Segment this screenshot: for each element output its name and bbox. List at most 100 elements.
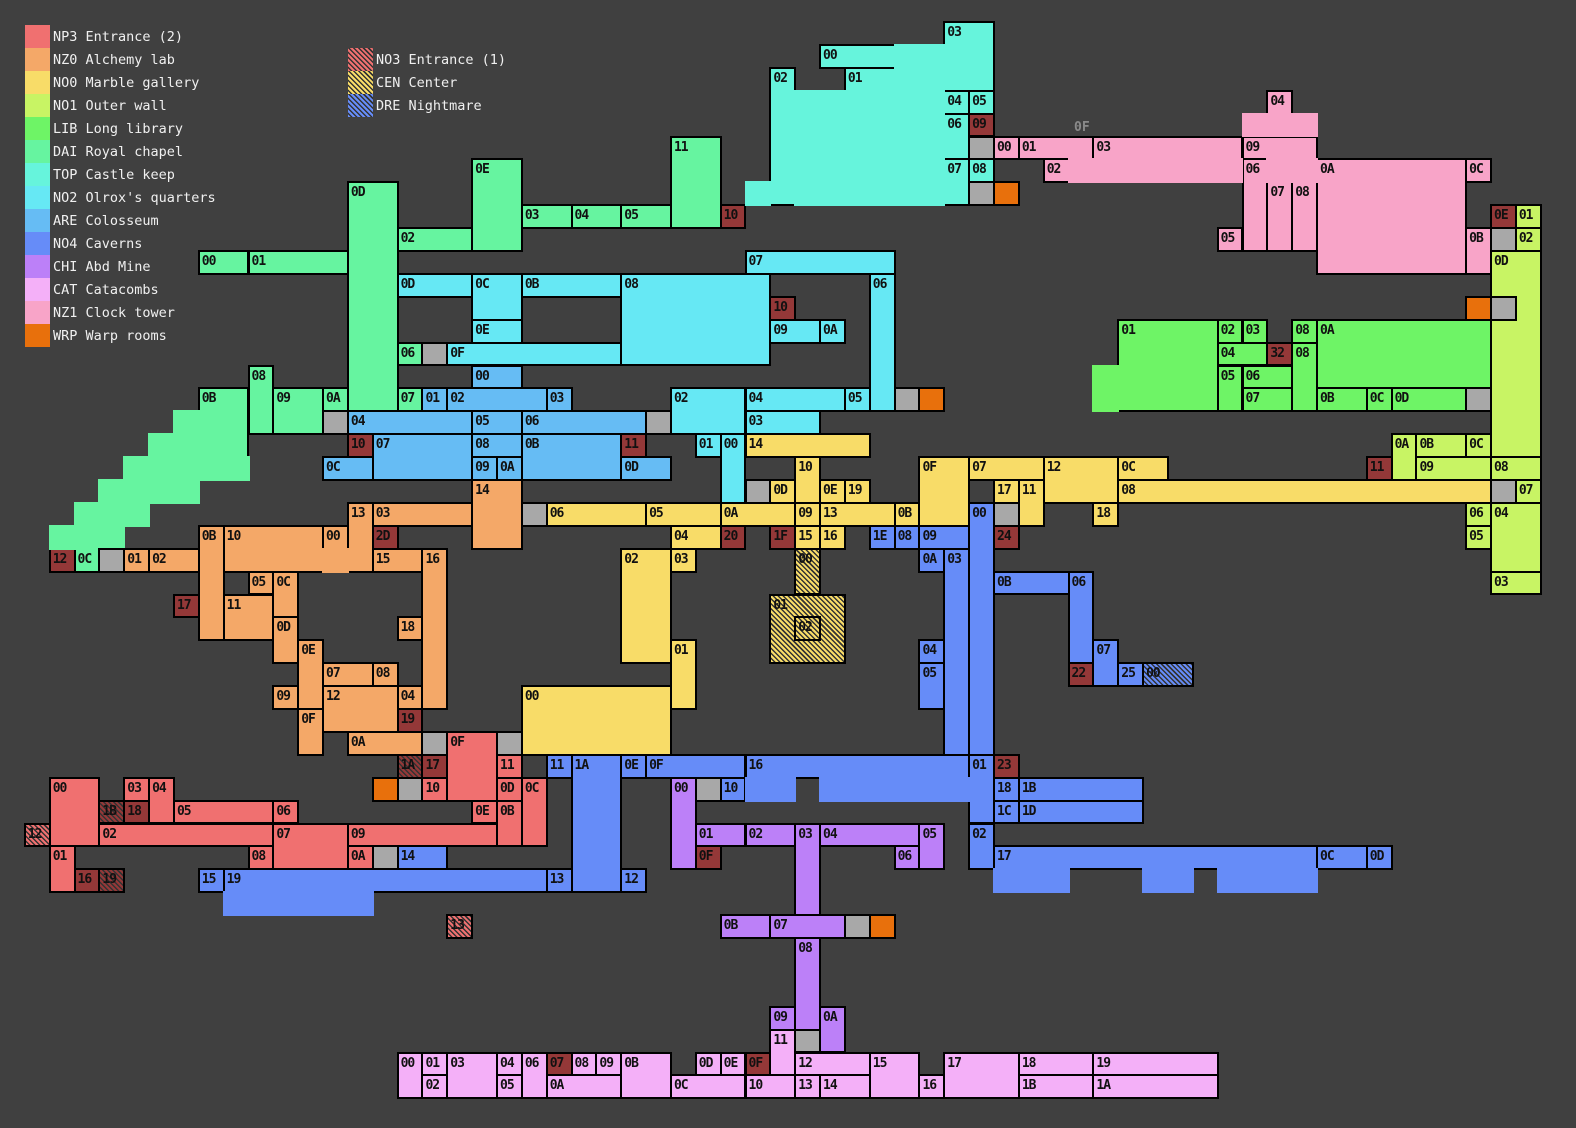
room-np3-0e[interactable]: 0E xyxy=(471,799,498,825)
room-no4-00[interactable]: 00 xyxy=(968,501,995,756)
room-lib-03[interactable]: 03 xyxy=(1241,318,1269,344)
room-cat-11[interactable]: 11 xyxy=(769,1028,797,1077)
room-np3-01[interactable]: 01 xyxy=(48,845,76,894)
room-nz1-07[interactable]: 07 xyxy=(1266,181,1294,252)
room-cat-1b[interactable]: 1B xyxy=(1017,1074,1095,1100)
room-nz0-02[interactable]: 02 xyxy=(148,547,200,573)
room-chi-04[interactable]: 04 xyxy=(819,822,921,848)
room-no2-00[interactable]: 00 xyxy=(719,433,747,504)
room-np3-18[interactable]: 18 xyxy=(123,799,151,825)
room-are-02[interactable]: 02 xyxy=(446,387,548,413)
room-np3-0f[interactable]: 0F xyxy=(446,730,498,802)
room-no4-01[interactable]: 01 xyxy=(968,753,995,825)
room-nz1-06[interactable]: 06 xyxy=(1241,158,1269,252)
room-nz0-01[interactable]: 01 xyxy=(123,547,151,573)
room-no4-24[interactable]: 24 xyxy=(993,524,1020,550)
room-dai-02[interactable]: 02 xyxy=(396,227,474,252)
room-no1-0a[interactable]: 0A xyxy=(1390,433,1418,481)
room-no3-19[interactable]: 19 xyxy=(98,868,126,894)
room-dai-05[interactable]: 05 xyxy=(620,204,672,230)
room-top-00[interactable]: 00 xyxy=(819,43,896,69)
room-no2-0f[interactable]: 0F xyxy=(446,341,623,367)
warp-room[interactable] xyxy=(993,181,1020,207)
room-no4-11[interactable]: 11 xyxy=(545,753,573,779)
room-chi-06[interactable]: 06 xyxy=(893,845,921,871)
room-no2-06[interactable]: 06 xyxy=(868,272,896,413)
room-chi-00[interactable]: 00 xyxy=(669,776,697,871)
room-no0-0b[interactable]: 0B xyxy=(893,501,921,527)
room-no0-13[interactable]: 13 xyxy=(819,501,896,527)
room-are-04[interactable]: 04 xyxy=(346,410,474,436)
room-cat-16[interactable]: 16 xyxy=(918,1074,946,1100)
room-no4-16[interactable]: 16 xyxy=(744,753,971,779)
room-lib-08[interactable]: 08 xyxy=(1291,318,1319,344)
room-no4-0d[interactable]: 0D xyxy=(1365,845,1393,871)
room-no4-17[interactable]: 17 xyxy=(993,845,1319,871)
room-no0-02[interactable]: 02 xyxy=(620,547,672,665)
room-chi-03[interactable]: 03 xyxy=(794,822,822,917)
room-dai-07[interactable]: 07 xyxy=(396,387,424,413)
room-cat-0d[interactable]: 0D xyxy=(694,1051,722,1077)
room-no0-11[interactable]: 11 xyxy=(1017,479,1045,527)
room-cen-00[interactable]: 00 xyxy=(794,547,822,596)
room-cat-05[interactable]: 05 xyxy=(496,1074,523,1100)
room-nz0-03[interactable]: 03 xyxy=(371,501,474,527)
room-nz1-03[interactable]: 03 xyxy=(1092,135,1244,161)
room-are-01[interactable]: 01 xyxy=(421,387,449,413)
room-np3-06[interactable]: 06 xyxy=(272,799,300,825)
room-no0-07[interactable]: 07 xyxy=(968,456,1045,481)
room-lib-32[interactable]: 32 xyxy=(1266,341,1294,367)
room-no0-15[interactable]: 15 xyxy=(794,524,822,550)
room-no4-0b[interactable]: 0B xyxy=(993,570,1070,596)
room-cat-17[interactable]: 17 xyxy=(943,1051,1020,1100)
room-no3-1b[interactable]: 1B xyxy=(98,799,126,825)
room-no4-09[interactable]: 09 xyxy=(918,524,971,550)
room-nz0-12[interactable]: 12 xyxy=(322,685,399,733)
room-no0-06[interactable]: 06 xyxy=(545,501,648,527)
room-no0-16[interactable]: 16 xyxy=(819,524,846,550)
room-no4-13[interactable]: 13 xyxy=(545,868,573,894)
room-no0-19[interactable]: 19 xyxy=(843,479,871,504)
room-no0-00[interactable]: 00 xyxy=(520,685,672,756)
room-dai-04[interactable]: 04 xyxy=(570,204,623,230)
room-top-01[interactable]: 01 xyxy=(843,66,896,92)
room-dai-0e[interactable]: 0E xyxy=(471,158,523,252)
room-cat-14[interactable]: 14 xyxy=(819,1074,871,1100)
room-no2-07[interactable]: 07 xyxy=(744,250,896,275)
room-np3-17[interactable]: 17 xyxy=(421,753,449,779)
room-nz0-2d[interactable]: 2D xyxy=(371,524,399,550)
room-no4-14[interactable]: 14 xyxy=(396,845,449,871)
room-dai-01[interactable]: 01 xyxy=(247,250,349,275)
room-nz1-02[interactable]: 02 xyxy=(1042,158,1070,184)
room-nz0-0c[interactable]: 0C xyxy=(272,570,300,619)
room-no0-18[interactable]: 18 xyxy=(1092,501,1120,527)
room-are-10[interactable]: 10 xyxy=(346,433,374,459)
room-cat-04[interactable]: 04 xyxy=(496,1051,523,1077)
room-nz0-0a[interactable]: 0A xyxy=(346,730,424,756)
room-no1-06[interactable]: 06 xyxy=(1465,501,1492,527)
room-no3-1a[interactable]: 1A xyxy=(396,753,424,779)
room-top-04[interactable]: 04 xyxy=(943,89,971,115)
room-no4-22[interactable]: 22 xyxy=(1067,662,1095,688)
room-cat-01[interactable]: 01 xyxy=(421,1051,449,1077)
room-no1-01[interactable]: 01 xyxy=(1514,204,1542,230)
room-no2-0e[interactable]: 0E xyxy=(471,318,523,344)
room-no4-0a[interactable]: 0A xyxy=(918,547,946,573)
room-np3-04[interactable]: 04 xyxy=(148,776,175,825)
room-no1-09[interactable]: 09 xyxy=(1415,456,1492,481)
room-top-07[interactable]: 07 xyxy=(943,158,971,207)
room-top-03[interactable]: 03 xyxy=(943,21,995,92)
room-nz1-0b[interactable]: 0B xyxy=(1465,227,1492,275)
room-dai-0b[interactable]: 0B xyxy=(197,387,250,459)
room-no1-0c[interactable]: 0C xyxy=(1465,433,1492,459)
room-np3-07[interactable]: 07 xyxy=(272,822,349,871)
room-lib-0a[interactable]: 0A xyxy=(1316,318,1492,390)
room-no0-0a[interactable]: 0A xyxy=(719,501,797,527)
room-are-09[interactable]: 09 xyxy=(471,456,498,481)
room-nz0-16[interactable]: 16 xyxy=(421,547,449,710)
room-no0-0e[interactable]: 0E xyxy=(819,479,846,504)
room-no1-04[interactable]: 04 xyxy=(1490,501,1542,573)
room-no1-05[interactable]: 05 xyxy=(1465,524,1492,550)
room-nz0-19[interactable]: 19 xyxy=(396,708,424,733)
room-nz1-08[interactable]: 08 xyxy=(1291,181,1319,252)
